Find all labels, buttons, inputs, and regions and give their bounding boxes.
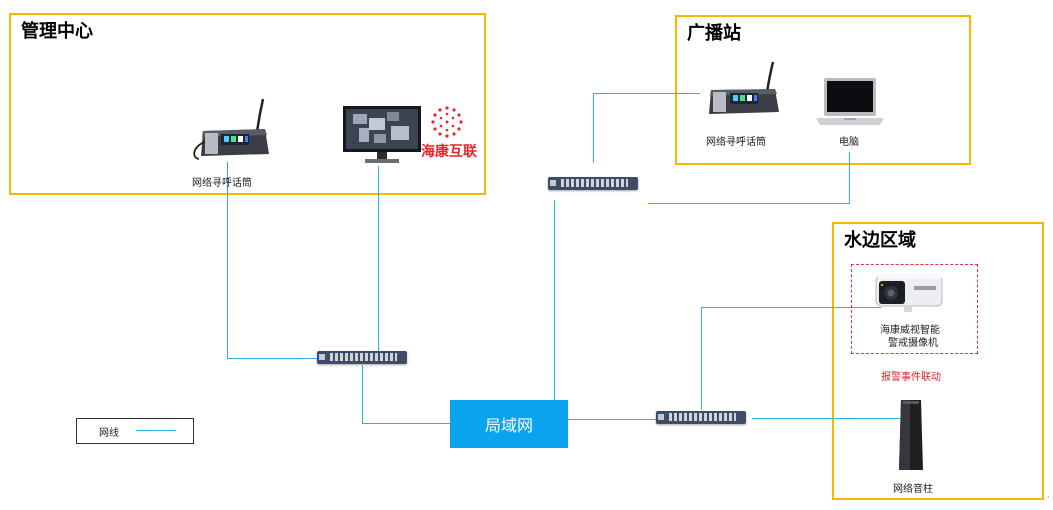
zone-management: 管理中心 — [9, 13, 486, 195]
mgmt-mic-label: 网络寻呼话筒 — [192, 178, 252, 189]
lan-label: 局域网 — [484, 416, 533, 435]
wire-laptop-h — [648, 203, 850, 204]
camera-label-line1: 海康威视智能 — [880, 325, 940, 336]
wire-bc-mic-h — [593, 93, 700, 94]
switch-right — [656, 411, 746, 424]
wire-mgmt-mic-down — [227, 162, 228, 358]
laptop-label: 电脑 — [839, 137, 859, 148]
camera-label-line2: 警戒摄像机 — [888, 338, 938, 349]
wire-monitor-down — [378, 166, 379, 351]
switch-left — [317, 351, 407, 364]
monitor-icon — [341, 104, 423, 166]
wire-bc-mic-v — [593, 93, 594, 163]
bc-mic-label: 网络寻呼话筒 — [706, 137, 766, 148]
legend-line-sample — [136, 430, 176, 431]
camera-dashed-frame — [851, 264, 978, 354]
wire-lan-up — [554, 200, 555, 400]
wire-camera-v — [701, 307, 702, 410]
paging-microphone-icon — [185, 96, 271, 166]
speaker-label: 网络音柱 — [893, 484, 933, 495]
legend-label: 网线 — [99, 428, 119, 439]
column-speaker-icon — [898, 398, 924, 472]
zone-broadcast-title: 广播站 — [687, 23, 741, 44]
paging-microphone-icon — [697, 60, 783, 122]
wire-switch-to-speaker — [752, 418, 902, 419]
zone-management-title: 管理中心 — [21, 21, 93, 42]
switch-ports — [669, 413, 736, 421]
wire-switch-left-to-lan — [362, 423, 450, 424]
zone-waterside: 水边区域 — [832, 222, 1044, 500]
alarm-link-text: 报警事件联动 — [881, 372, 941, 383]
corner-mark: · — [1047, 493, 1050, 502]
monitor-brand-text: 海康互联 — [421, 144, 477, 160]
switch-top — [548, 177, 638, 190]
zone-broadcast: 广播站 — [675, 15, 971, 165]
lan-box: 局域网 — [450, 400, 568, 448]
hikvision-logo-icon — [428, 105, 466, 139]
zone-waterside-title: 水边区域 — [844, 230, 916, 251]
laptop-icon — [814, 76, 886, 128]
switch-ports — [561, 179, 628, 187]
wire-lan-to-switch — [568, 419, 656, 420]
wire-camera-h — [701, 307, 881, 308]
wire-mgmt-mic-right — [227, 358, 319, 359]
wire-switch-left-down — [362, 365, 363, 423]
wire-laptop-v — [849, 152, 850, 203]
legend-box: 网线 — [76, 418, 194, 444]
bullet-camera-icon — [874, 272, 946, 314]
switch-ports — [330, 353, 397, 361]
